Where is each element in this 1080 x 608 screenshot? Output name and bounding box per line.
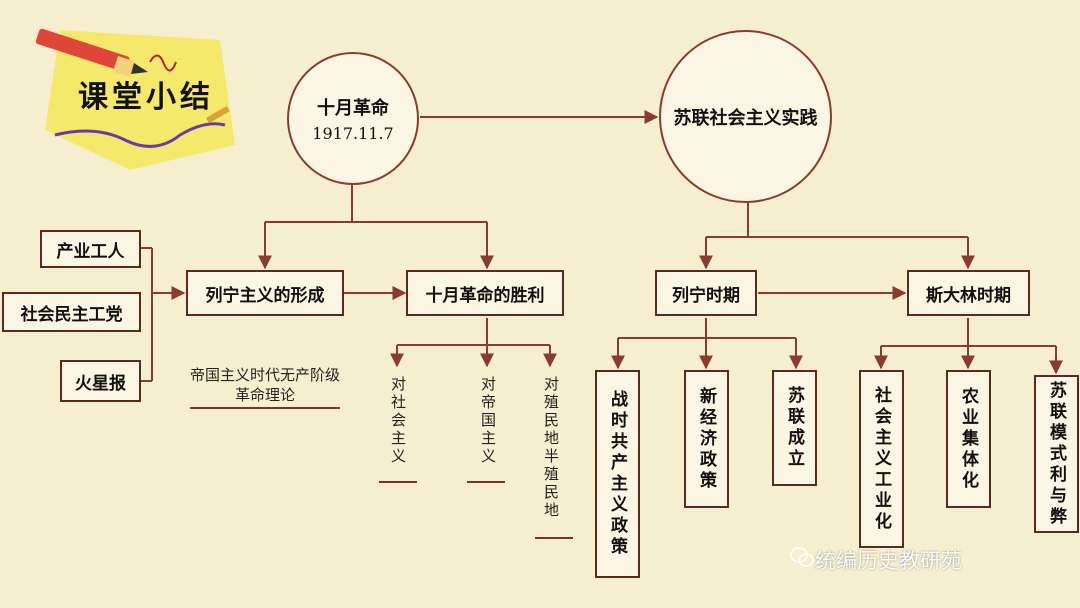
theory-note-underline (190, 407, 340, 409)
lenin-era-box: 列宁时期 (655, 270, 757, 316)
agricultural-collectivization-box: 农业集体化 (946, 370, 991, 508)
significance-colonies: 对殖民地半殖民地 (542, 376, 560, 520)
small-pencil-icon (206, 106, 230, 124)
soviet-practice-label: 苏联社会主义实践 (673, 107, 818, 129)
leninism-formation-box: 列宁主义的形成 (186, 270, 344, 316)
wechat-icon (790, 547, 814, 567)
squiggle-icon (149, 54, 177, 72)
industrial-workers-box: 产业工人 (40, 230, 141, 268)
october-revolution-label: 十月革命 (317, 98, 389, 119)
title-badge-graphic (35, 28, 235, 170)
significance-imperialism-underline (467, 481, 505, 483)
significance-colonies-underline (535, 537, 573, 539)
yellow-badge-shape (45, 30, 235, 170)
pencil-icon (35, 28, 148, 77)
stalin-era-box: 斯大林时期 (907, 270, 1030, 316)
wavy-underline (54, 122, 226, 148)
soviet-practice-circle: 苏联社会主义实践 (659, 30, 832, 203)
significance-socialism: 对社会主义 (389, 376, 407, 466)
significance-imperialism: 对帝国主义 (479, 376, 497, 466)
watermark-text: 统编历史教研苑 (815, 549, 962, 573)
ussr-founding-box: 苏联成立 (772, 370, 817, 486)
new-economic-policy-box: 新经济政策 (684, 370, 729, 508)
october-revolution-circle: 十月革命 1917.11.7 (287, 52, 419, 185)
soviet-model-box: 苏联模式利与弊 (1034, 375, 1079, 533)
page-title: 课堂小结 (78, 80, 214, 115)
october-revolution-date: 1917.11.7 (312, 124, 394, 143)
revolution-victory-box: 十月革命的胜利 (406, 270, 564, 316)
industrialization-box: 社会主义工业化 (859, 370, 904, 548)
iskra-newspaper-box: 火星报 (60, 360, 141, 402)
theory-note: 帝国主义时代无产阶级革命理论 (190, 366, 341, 404)
war-communism-box: 战时共产主义政策 (595, 370, 640, 578)
significance-socialism-underline (379, 481, 417, 483)
social-democratic-party-box: 社会民主工党 (2, 292, 141, 332)
